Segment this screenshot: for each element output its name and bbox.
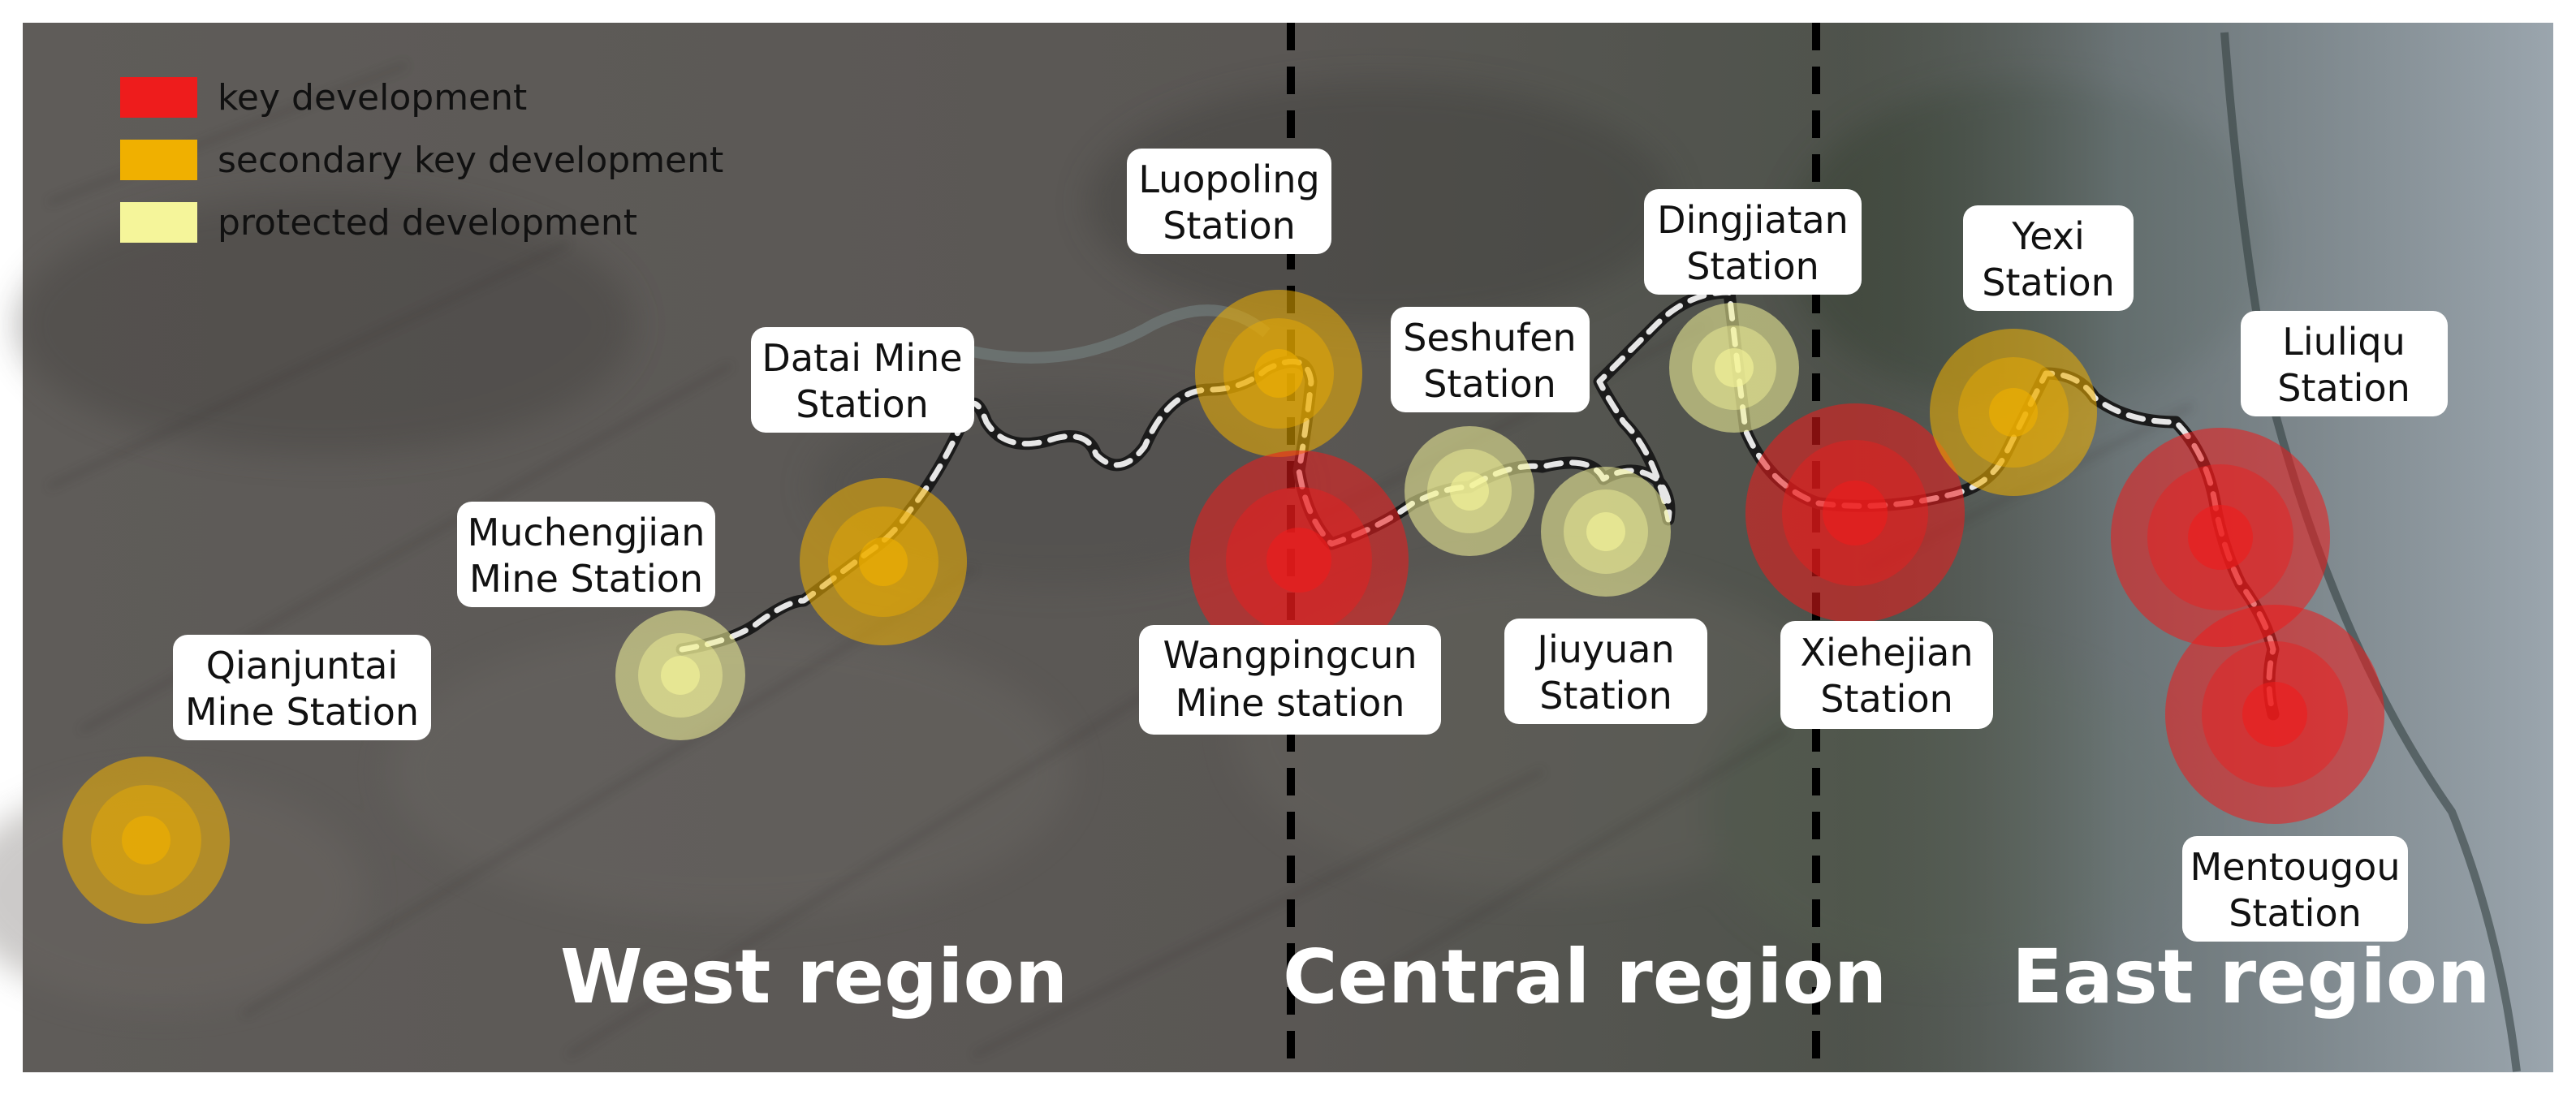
svg-text:Station: Station — [1820, 677, 1953, 721]
legend-label-key: key development — [218, 77, 527, 119]
circle-mentougou — [2165, 605, 2384, 824]
station-label-seshufen: Seshufen Station — [1391, 307, 1590, 412]
svg-text:Dingjiatan: Dingjiatan — [1657, 198, 1849, 242]
station-label-muchengjian: Muchengjian Mine Station — [457, 502, 715, 607]
svg-text:Station: Station — [1423, 362, 1556, 406]
station-label-jiuyuan: Jiuyuan Station — [1504, 619, 1707, 724]
circle-datai — [800, 478, 967, 645]
svg-text:Muchengjian: Muchengjian — [468, 511, 705, 554]
legend: key development secondary key developmen… — [120, 77, 723, 244]
legend-label-secondary: secondary key development — [218, 140, 723, 181]
svg-text:Station: Station — [1982, 261, 2115, 304]
circle-wangpingcun — [1189, 451, 1409, 670]
svg-text:Jiuyuan: Jiuyuan — [1534, 627, 1674, 671]
svg-text:Station: Station — [2277, 366, 2410, 410]
svg-text:Mine Station: Mine Station — [185, 690, 419, 734]
station-label-liuliqu: Liuliqu Station — [2241, 311, 2448, 416]
svg-text:Luopoling: Luopoling — [1138, 157, 1319, 201]
svg-text:Mine station: Mine station — [1176, 681, 1405, 725]
circle-dingjiatan — [1669, 303, 1799, 433]
station-label-wangpingcun: Wangpingcun Mine station — [1139, 625, 1441, 735]
legend-label-protected: protected development — [218, 202, 637, 244]
circle-qianjuntai — [63, 757, 230, 924]
svg-text:Liuliqu: Liuliqu — [2282, 320, 2405, 364]
svg-text:Station: Station — [2229, 891, 2362, 935]
svg-text:Xiehejian: Xiehejian — [1801, 631, 1974, 675]
svg-text:Qianjuntai: Qianjuntai — [206, 644, 398, 688]
svg-text:Seshufen: Seshufen — [1403, 316, 1576, 360]
circle-xiehejian — [1745, 403, 1965, 623]
circle-muchengjian — [615, 610, 745, 740]
svg-text:Yexi: Yexi — [2011, 214, 2084, 258]
circle-liuliqu — [2111, 428, 2330, 647]
circle-seshufen — [1405, 426, 1534, 556]
svg-text:Station: Station — [1686, 244, 1819, 288]
svg-text:Station: Station — [796, 382, 929, 426]
circle-luopoling — [1195, 290, 1362, 457]
station-label-dingjiatan: Dingjiatan Station — [1644, 189, 1862, 295]
station-circles — [63, 290, 2384, 924]
legend-swatch-protected — [120, 202, 197, 243]
station-label-qianjuntai: Qianjuntai Mine Station — [173, 635, 431, 740]
station-label-yexi: Yexi Station — [1963, 205, 2134, 311]
svg-text:Wangpingcun: Wangpingcun — [1163, 633, 1417, 677]
circle-jiuyuan — [1541, 467, 1671, 597]
svg-text:Station: Station — [1163, 204, 1296, 248]
station-label-xiehejian: Xiehejian Station — [1780, 621, 1993, 729]
svg-text:Mentougou: Mentougou — [2190, 845, 2401, 889]
legend-swatch-secondary — [120, 140, 197, 180]
region-label-east: East region — [2012, 933, 2491, 1020]
region-label-west: West region — [560, 933, 1068, 1020]
legend-swatch-key — [120, 77, 197, 118]
station-label-luopoling: Luopoling Station — [1127, 149, 1331, 254]
svg-text:Station: Station — [1539, 674, 1672, 718]
station-label-datai: Datai Mine Station — [751, 327, 974, 433]
svg-text:Datai Mine: Datai Mine — [762, 336, 962, 380]
region-label-central: Central region — [1283, 933, 1887, 1020]
circle-yexi — [1930, 329, 2097, 496]
svg-text:Mine Station: Mine Station — [469, 557, 703, 601]
station-label-mentougou: Mentougou Station — [2182, 836, 2408, 942]
